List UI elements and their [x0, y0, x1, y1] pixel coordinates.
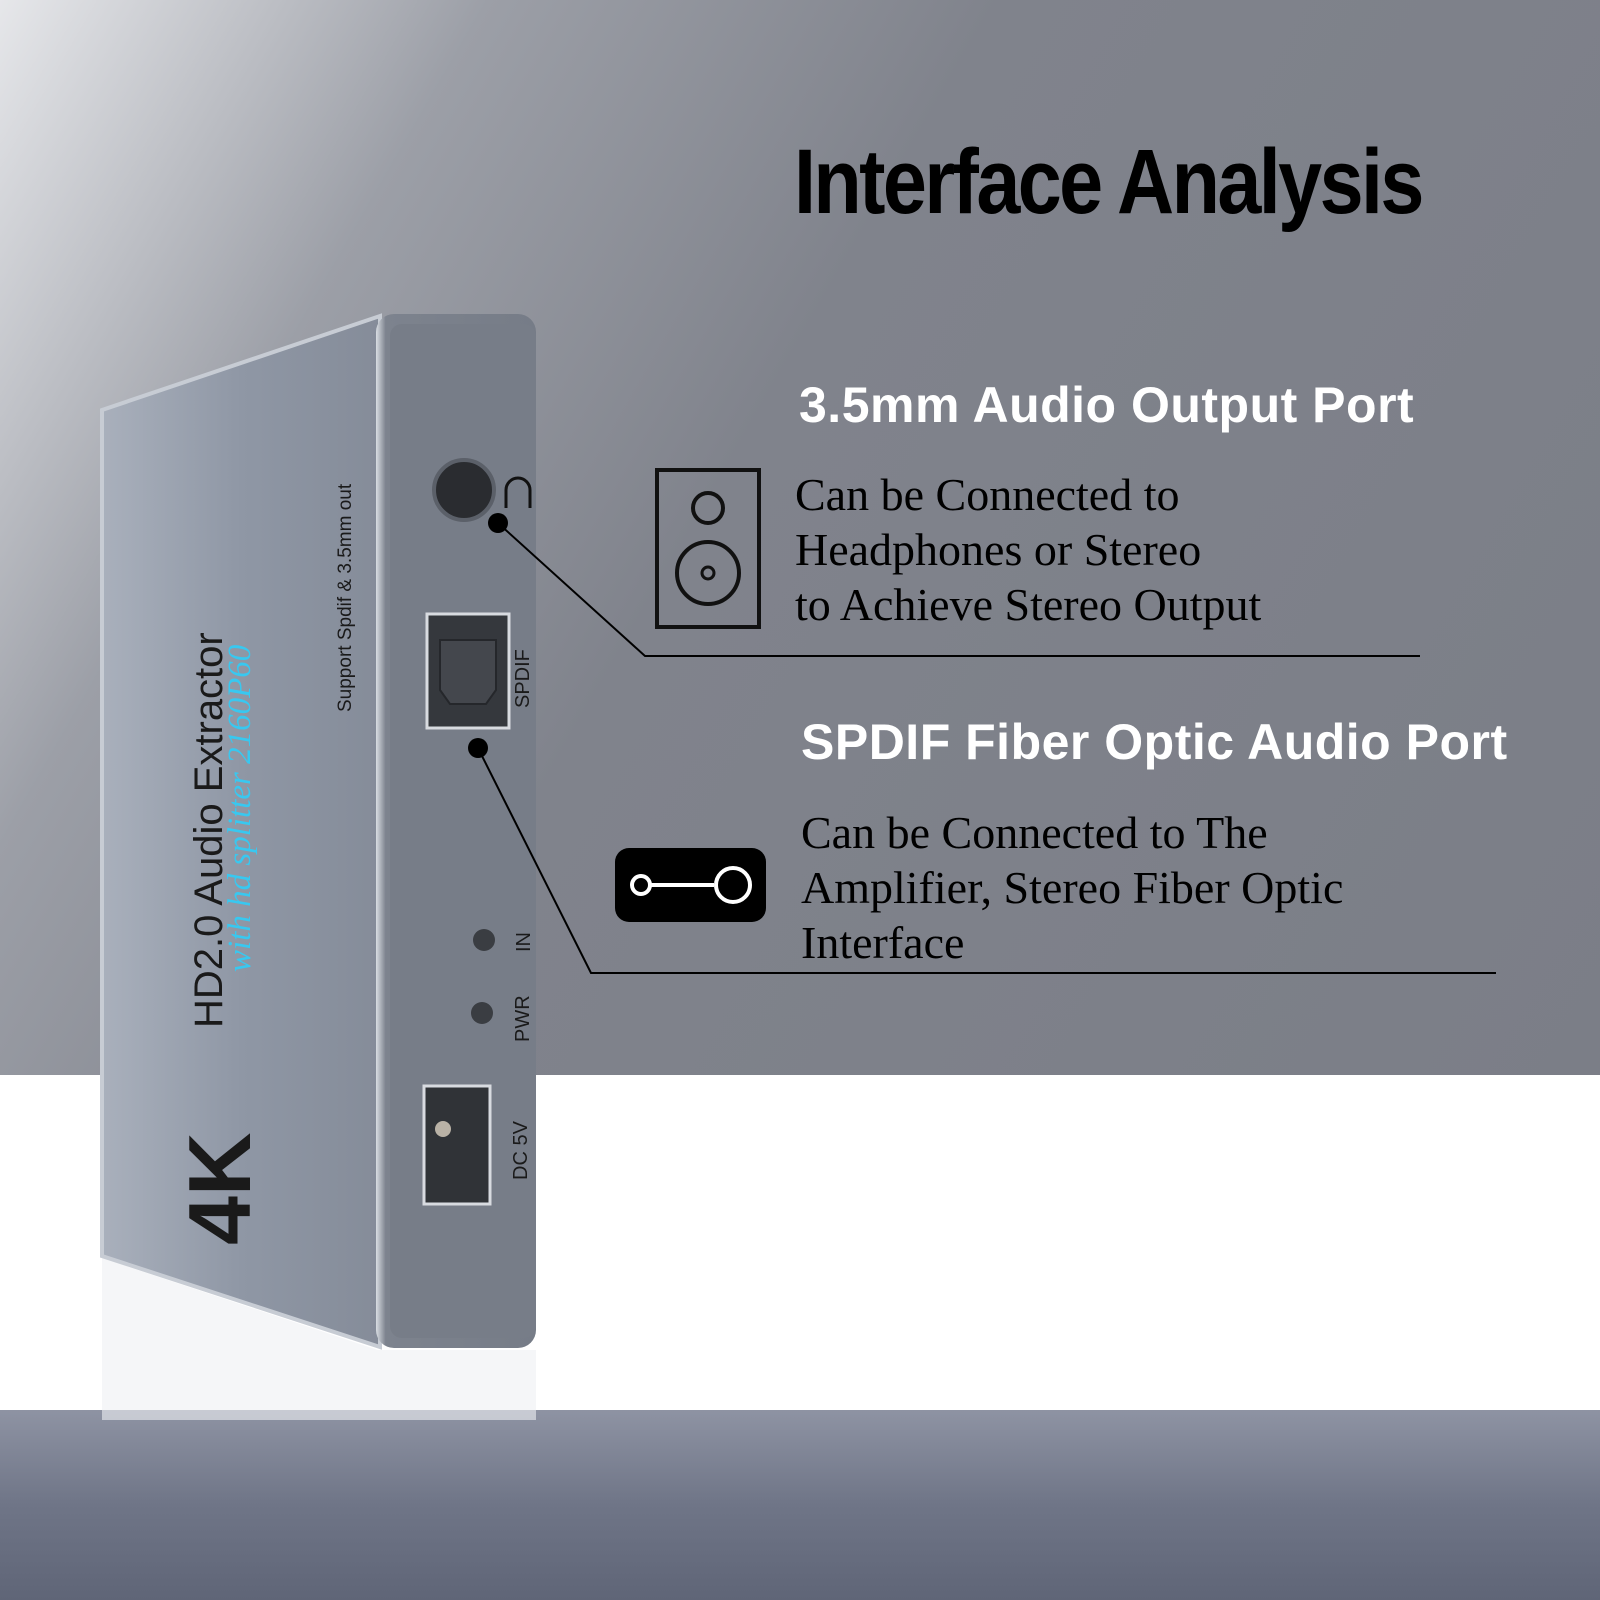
fiber-optic-icon	[615, 848, 766, 922]
page-title: Interface Analysis	[794, 131, 1424, 233]
speaker-icon	[655, 468, 761, 629]
background-floor-band	[0, 1410, 1600, 1600]
description-line: Headphones or Stereo	[795, 524, 1202, 575]
description-line: Can be Connected to The	[801, 807, 1268, 858]
feature-description-spdif: Can be Connected to The Amplifier, Stere…	[801, 805, 1343, 970]
device-subtitle: with hd splitter 2160P60	[222, 644, 258, 972]
feature-heading-spdif: SPDIF Fiber Optic Audio Port	[801, 714, 1508, 770]
headphone-icon	[504, 476, 532, 508]
device-support-note: Support Spdif & 3.5mm out	[335, 483, 356, 712]
dc-pin	[435, 1121, 451, 1137]
spdif-label: SPDIF	[512, 649, 534, 708]
feature-heading-audio: 3.5mm Audio Output Port	[799, 377, 1415, 433]
in-led	[473, 929, 495, 951]
description-line: Interface	[801, 917, 965, 968]
description-line: Amplifier, Stereo Fiber Optic	[801, 862, 1344, 913]
audio-jack-port	[432, 458, 496, 522]
description-line: to Achieve Stereo Output	[795, 579, 1262, 630]
pwr-led	[471, 1002, 493, 1024]
pwr-label: PWR	[512, 995, 534, 1042]
device-side-face	[100, 313, 382, 1350]
device-product-name: HD2.0 Audio Extractor	[187, 632, 231, 1028]
in-label: IN	[513, 932, 535, 952]
dc-power-port	[422, 1084, 492, 1206]
feature-description-audio: Can be Connected to Headphones or Stereo…	[795, 467, 1261, 632]
device-reflection	[102, 1258, 536, 1420]
callout-line-audio	[497, 522, 1420, 657]
dc-label: DC 5V	[510, 1120, 532, 1180]
spdif-port-inner	[439, 639, 497, 705]
description-line: Can be Connected to	[795, 469, 1180, 520]
device-brand-4k: 4K	[170, 1133, 269, 1246]
callout-line-spdif	[477, 747, 1496, 974]
